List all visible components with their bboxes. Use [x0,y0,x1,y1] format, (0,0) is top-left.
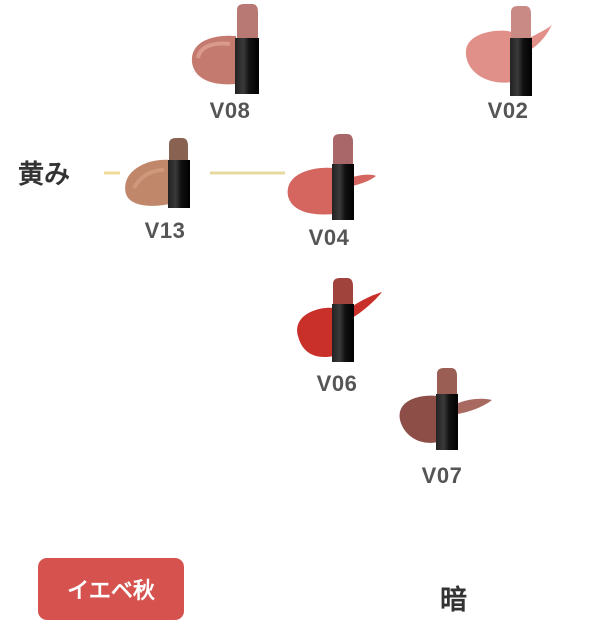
lipstick-v06 [297,278,382,362]
season-badge: イエベ秋 [38,558,184,620]
lipstick-v08 [191,4,259,94]
product-code-v06: V06 [316,371,358,396]
axis-label-dark: 暗 [440,585,467,616]
axis-label-yellowish: 黄み [18,160,71,190]
product-code-v13: V13 [144,218,186,243]
product-code-v02: V02 [487,98,529,123]
lipstick-v13 [125,138,190,208]
product-code-v04: V04 [308,225,350,250]
lipstick-v07 [399,368,492,450]
product-code-v08: V08 [209,98,251,123]
product-code-v07: V07 [421,463,463,488]
lipstick-v04 [287,134,376,220]
lipstick-v02 [465,6,552,96]
